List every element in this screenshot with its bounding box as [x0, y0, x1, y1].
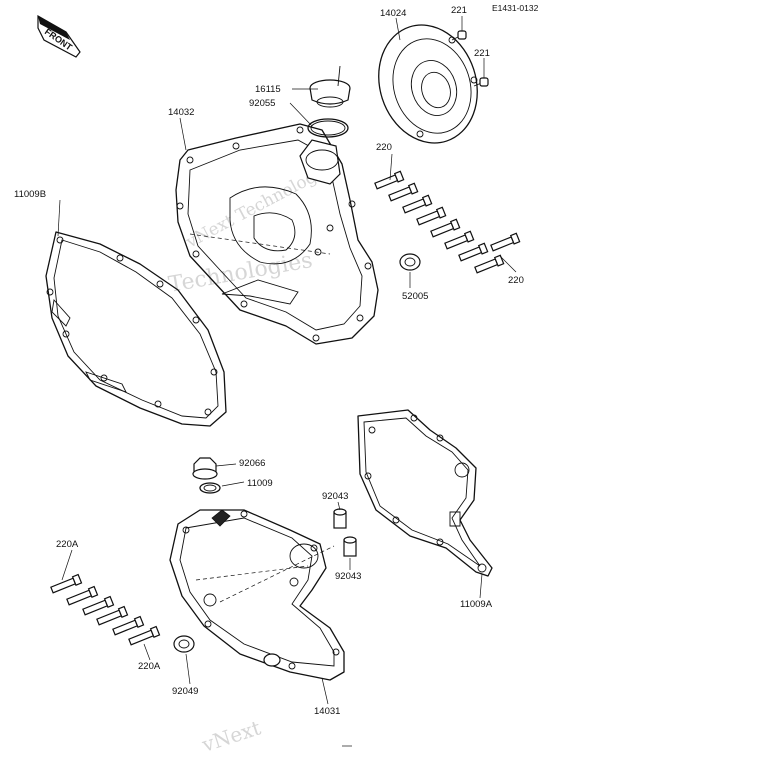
- leader-lines: [57, 16, 517, 705]
- part-16115-cap: [309, 65, 351, 108]
- label-220-bottom: 220: [508, 275, 524, 286]
- label-220A-bottom: 220A: [138, 661, 161, 672]
- label-92066: 92066: [239, 458, 265, 469]
- label-221-top: 221: [451, 5, 467, 16]
- label-14032: 14032: [168, 107, 194, 118]
- label-52005: 52005: [402, 291, 428, 302]
- alignment-lines: [189, 233, 335, 603]
- label-92043-top: 92043: [322, 491, 348, 502]
- part-92066-plug: [192, 457, 218, 480]
- label-14024: 14024: [380, 8, 406, 19]
- part-11009-gasket: [199, 482, 221, 494]
- label-16115: 16115: [255, 84, 281, 95]
- front-arrow-icon: FRONT: [37, 14, 81, 58]
- part-220A-bolts: [50, 573, 161, 646]
- part-52005-seal: [399, 253, 421, 271]
- part-14032-cover: [175, 123, 379, 345]
- label-220-top: 220: [376, 142, 392, 153]
- label-221-side: 221: [474, 48, 490, 59]
- label-14031: 14031: [314, 706, 340, 717]
- label-92043-bottom: 92043: [335, 571, 361, 582]
- part-92049-seal: [173, 635, 195, 653]
- diagram-code: E1431-0132: [492, 3, 539, 13]
- part-220-bolts: [374, 170, 521, 274]
- part-92043-dowel-pins: [333, 508, 357, 557]
- part-labels: 14024 221 221 16115 92055 14032 220 1100…: [14, 5, 524, 717]
- part-92055-o-ring: [307, 118, 349, 138]
- label-11009A: 11009A: [460, 599, 493, 610]
- label-11009B: 11009B: [14, 189, 46, 200]
- label-92049: 92049: [172, 686, 198, 697]
- watermarks: vNext Technologies Technologies vNext: [167, 155, 342, 757]
- label-220A-top: 220A: [56, 539, 79, 550]
- part-14031-cover: [169, 509, 345, 681]
- part-14024-cover: [378, 24, 478, 144]
- watermark-vnext-bottom: vNext: [198, 715, 263, 757]
- label-92055: 92055: [249, 98, 275, 109]
- part-11009B-gasket: [45, 231, 227, 427]
- label-11009: 11009: [247, 478, 273, 489]
- part-11009A-gasket: [357, 409, 493, 577]
